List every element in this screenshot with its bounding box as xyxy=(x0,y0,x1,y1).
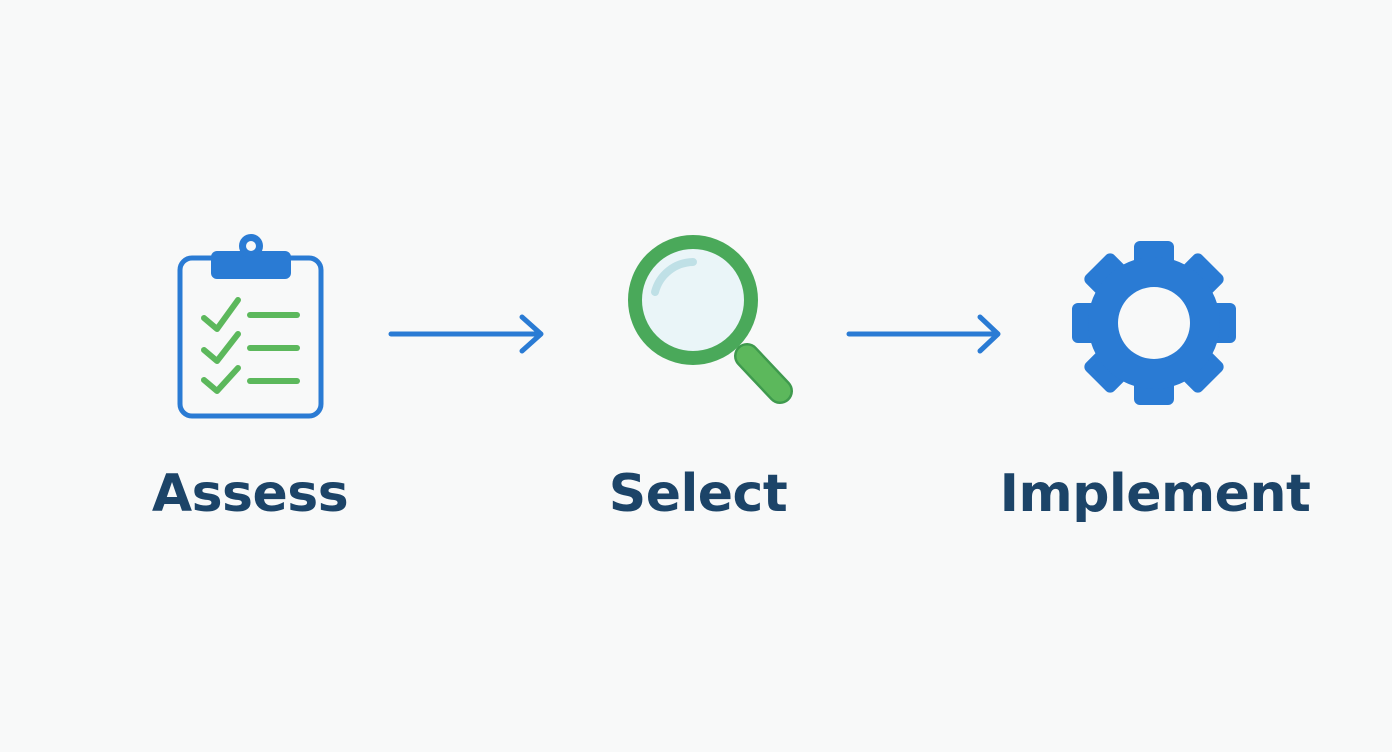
clipboard-board xyxy=(177,255,324,419)
lens-highlight xyxy=(651,258,697,296)
arrow-right-icon xyxy=(846,314,1001,354)
clipboard-checklist-icon xyxy=(177,234,324,419)
magnifying-glass-icon xyxy=(628,235,793,404)
gear-icon xyxy=(1072,241,1236,405)
magnifier-handle xyxy=(736,345,791,402)
step-label-assess: Assess xyxy=(151,464,349,524)
check-mark-2 xyxy=(201,331,241,364)
step-label-implement: Implement xyxy=(999,464,1311,524)
arrow-right-icon xyxy=(388,314,544,354)
gear-hole xyxy=(1118,287,1190,359)
step-label-select: Select xyxy=(608,464,788,524)
check-mark-1 xyxy=(201,297,241,332)
check-mark-3 xyxy=(201,365,241,394)
clipboard-clip xyxy=(211,251,291,279)
clipboard-clip-hole xyxy=(246,241,256,251)
